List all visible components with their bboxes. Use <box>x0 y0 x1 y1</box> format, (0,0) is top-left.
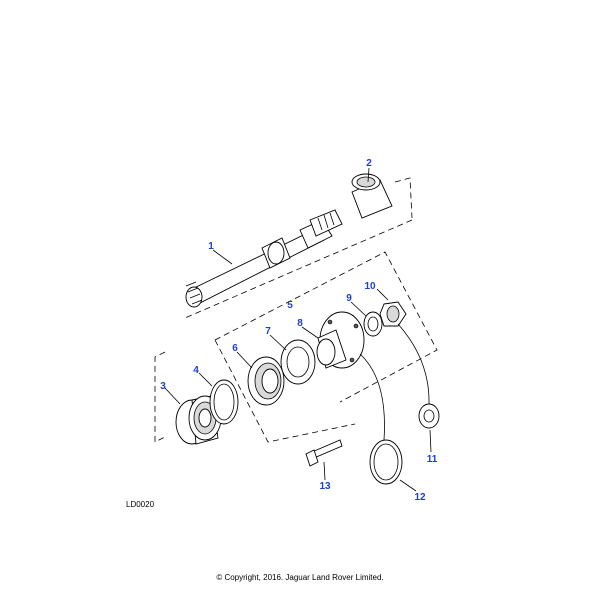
callout-7: 7 <box>265 326 271 337</box>
seal-washer-part <box>418 403 440 429</box>
bolt-part <box>305 439 343 467</box>
callout-10: 10 <box>364 281 376 292</box>
callout-2: 2 <box>366 158 372 169</box>
washer-part <box>363 311 383 337</box>
copyright-notice: © Copyright, 2016. Jaguar Land Rover Lim… <box>216 573 384 582</box>
shaft-part <box>185 209 343 308</box>
circlip-part <box>209 379 239 425</box>
nut-part <box>379 301 407 327</box>
retaining-ring-part <box>369 439 403 485</box>
callout-12: 12 <box>414 492 426 503</box>
drawing-reference: LD0020 <box>126 500 155 509</box>
shaft-group-outline <box>184 177 413 319</box>
spacer-part <box>280 339 316 385</box>
callout-8: 8 <box>297 318 303 329</box>
callout-11: 11 <box>427 454 438 465</box>
callout-9: 9 <box>346 293 352 304</box>
callout-13: 13 <box>319 481 331 492</box>
callout-4: 4 <box>193 365 199 376</box>
oil-seal-part <box>247 356 285 406</box>
kit-group-outline <box>154 251 438 443</box>
callout-5: 5 <box>287 300 293 311</box>
callout-1: 1 <box>208 241 214 252</box>
callout-6: 6 <box>232 343 238 354</box>
callout-3: 3 <box>160 381 166 392</box>
assembly-lines <box>359 323 430 441</box>
flange-part <box>316 311 365 369</box>
sleeve-part <box>351 173 393 219</box>
leader-lines <box>164 167 432 492</box>
